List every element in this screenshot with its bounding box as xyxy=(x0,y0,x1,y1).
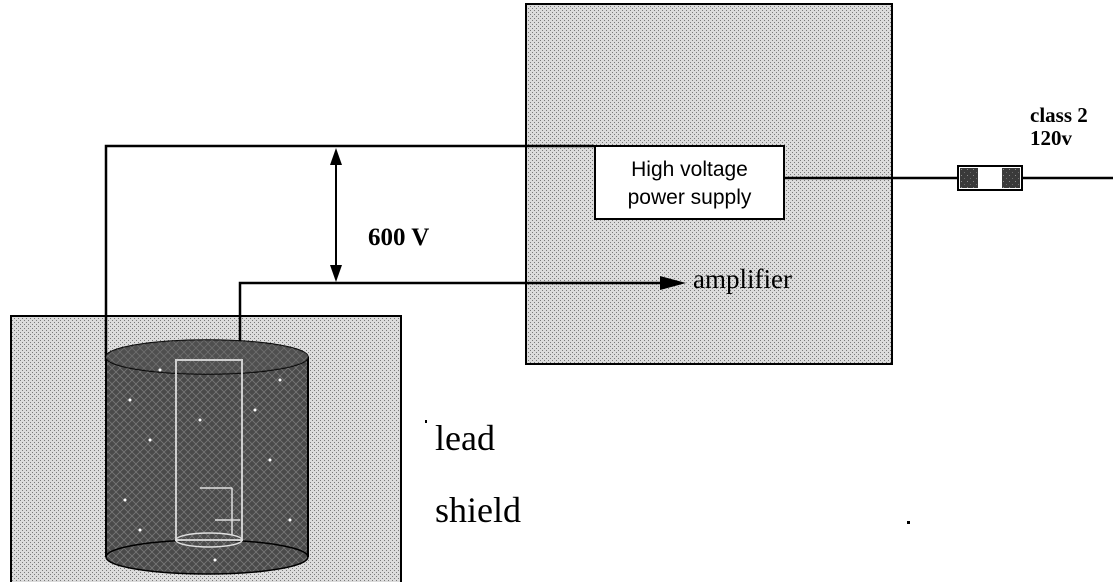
amplifier-label: amplifier xyxy=(693,264,792,294)
power-plug-icon xyxy=(957,165,1023,191)
power-supply-label-line1: High voltage xyxy=(631,158,748,181)
amplifier-arrow-head xyxy=(660,276,686,290)
mains-voltage-label: 120v xyxy=(1030,126,1072,150)
voltage-double-arrow xyxy=(330,148,342,282)
power-supply-label-line2: power supply xyxy=(627,186,752,209)
lead-shield-label-line1: lead xyxy=(435,418,495,458)
voltage-label: 600 V xyxy=(368,224,430,251)
speck-mark xyxy=(425,420,427,423)
speck-mark xyxy=(907,521,910,524)
detector-cylinder xyxy=(105,339,309,575)
high-voltage-power-supply-box: High voltage power supply xyxy=(594,145,785,220)
high-voltage-wire xyxy=(104,144,594,360)
power-class-label: class 2 xyxy=(1030,103,1088,127)
lead-shield-label-line2: shield xyxy=(435,490,521,530)
signal-wire xyxy=(238,281,672,360)
